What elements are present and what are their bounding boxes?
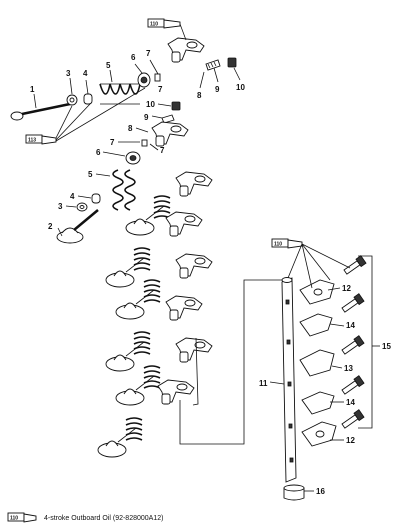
callout-9-second: 9 [144,113,149,122]
lube-tube-left: 113 [25,87,146,145]
rocker-arm-row-5 [175,337,213,363]
valve-stack-row-1 [125,195,171,236]
legend-tube-label: 110 [10,516,18,522]
stem-seal-top [83,93,93,105]
callout-13: 13 [344,364,353,373]
callout-5-top: 5 [106,61,111,70]
callout-3-left: 3 [58,202,63,211]
shaft-bracket-center [299,349,335,377]
callout-6-top: 6 [131,53,136,62]
callout-6-second: 6 [96,148,101,157]
bracket-bolts [341,255,367,429]
rocker-arm-row-6 [157,379,195,405]
valve-stack-row-6 [97,417,143,458]
callout-5-left: 5 [88,170,93,179]
callout-3-top: 3 [66,69,71,78]
callout-16: 16 [316,487,325,496]
cap-part [283,484,305,501]
lock-nut-top [227,57,237,68]
callout-15: 15 [382,342,391,351]
callout-10-top: 10 [236,83,245,92]
callout-8-top: 8 [197,91,202,100]
valve-assembly-left [56,169,136,244]
callout-7-second-b: 7 [160,146,165,155]
rocker-arm-row-4 [165,295,203,321]
callout-14-bottom: 14 [346,398,355,407]
callout-7-top-a: 7 [146,49,151,58]
callout-7-top-b: 7 [158,85,163,94]
valve-head-top [10,111,24,121]
rocker-arm-top [167,37,205,63]
legend-text: 4-stroke Outboard Oil (92-828000A12) [44,515,163,522]
valve-keeper-third [141,139,148,147]
callout-2: 2 [48,222,53,231]
lube-tube-right-label: 110 [274,242,282,248]
callout-12-top: 12 [342,284,351,293]
valve-spring-left [112,169,124,211]
shaft-bracket-bottom [301,421,337,447]
callout-7-second-a: 7 [110,138,115,147]
lube-tube-top: 110 [147,18,187,41]
rocker-arm-row-1 [175,171,213,197]
shaft-bracket-top [299,279,335,305]
shaft-bracket-fourth [301,391,335,415]
shaft-bracket-second [299,313,333,337]
rocker-shaft [281,277,297,483]
valve-stack-row-5 [115,365,161,406]
rocker-arm-row-3 [175,253,213,279]
lube-tube-left-label: 113 [28,138,36,144]
stem-seal-left [91,193,101,204]
rocker-arm-row-2 [165,211,203,237]
callout-4-top: 4 [83,69,88,78]
callout-11: 11 [259,379,268,388]
lube-tube-right: 110 [271,238,351,289]
valve-stack-row-4 [105,331,151,372]
callout-14-top: 14 [346,321,355,330]
valve-keeper-top [154,73,161,82]
callout-10-second: 10 [146,100,155,109]
rocker-arm-second [151,121,189,147]
callout-1: 1 [30,85,35,94]
valve-spring-top [99,83,141,95]
adjusting-screw-second [161,114,175,124]
lube-tube-top-label: 110 [150,22,158,28]
callout-8-second: 8 [128,124,133,133]
callout-12-bottom: 12 [346,436,355,445]
callout-4-left: 4 [70,192,75,201]
valve-stack-row-2 [105,247,151,288]
callout-9-top: 9 [215,85,220,94]
legend: 110 4-stroke Outboard Oil (92-828000A12) [7,512,163,523]
rocker-assembly-second [125,101,189,165]
lock-nut-second [171,101,181,111]
